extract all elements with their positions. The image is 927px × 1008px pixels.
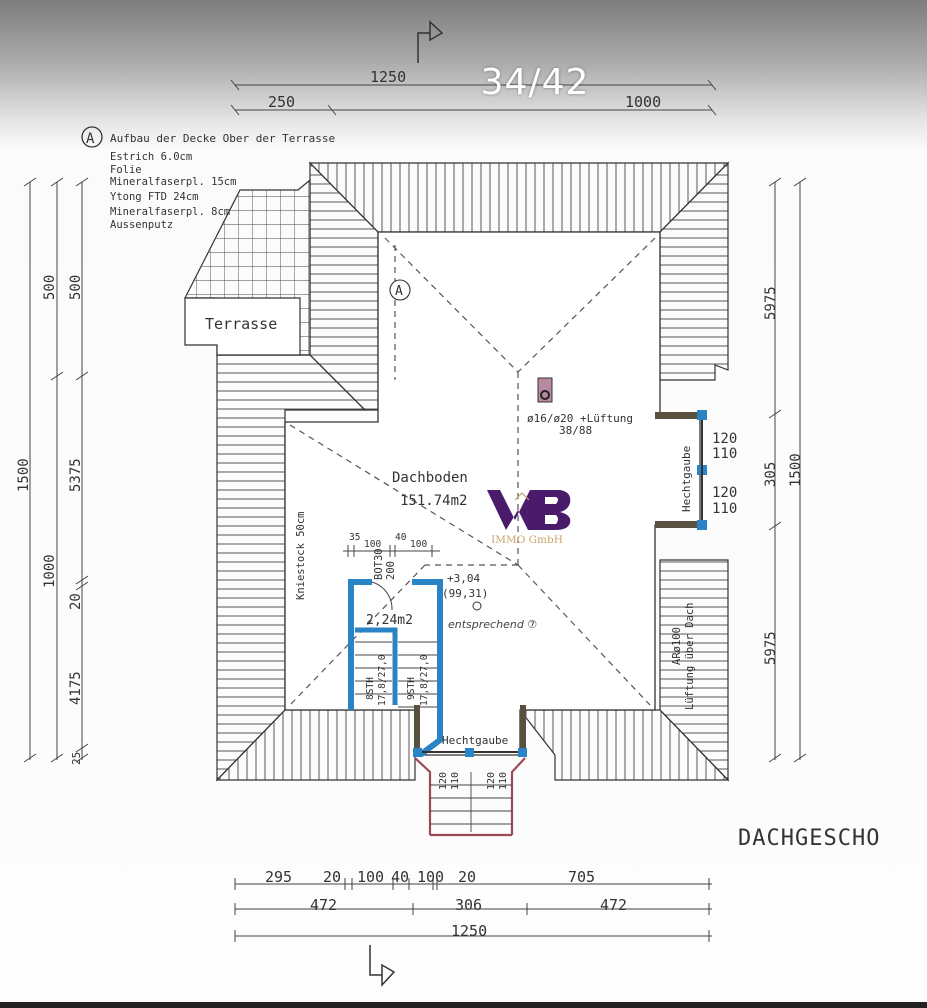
dimension-left — [23, 177, 89, 763]
floor-title: DACHGESCHO — [738, 826, 880, 851]
dim-right-total: 1500 — [788, 453, 804, 487]
room-area: 151.74m2 — [400, 493, 467, 509]
stair-dim: 100 — [364, 539, 381, 550]
stair2-dim: 17,8/27,0 — [419, 654, 430, 706]
dim-left-a: 5375 — [68, 458, 84, 492]
dim-bottom: 20 — [323, 868, 341, 886]
dim-left-top2: 500 — [68, 275, 84, 300]
stair-dim: 35 — [349, 532, 360, 543]
dim-bottom-total: 1250 — [451, 922, 487, 940]
knee-wall-label: Kniestock 50cm — [295, 511, 307, 600]
right-dormer — [655, 410, 707, 530]
dim-bottom: 295 — [265, 868, 292, 886]
legend-layer: Folie — [110, 164, 142, 176]
section-a-circle — [389, 279, 411, 301]
dim-dormer-w2: 120 — [712, 485, 737, 501]
dim-top-total: 1250 — [370, 68, 406, 86]
legend-layer: Aussenputz — [110, 219, 173, 231]
chimney-size: 38/88 — [559, 424, 592, 437]
stair-dim: 40 — [395, 532, 407, 543]
right-dormer-label: Hechtgaube — [680, 446, 693, 512]
dim-dormer-w1: 120 — [712, 431, 737, 447]
roof — [184, 161, 730, 782]
dim-right-mid: 305 — [763, 462, 779, 487]
stair1-label: 8STH — [365, 677, 376, 700]
front-h2: 110 — [498, 772, 509, 790]
legend-layer: Ytong FTD 24cm — [110, 191, 199, 203]
stair-dimension — [343, 545, 440, 557]
dimension-bottom — [234, 878, 712, 942]
chimney-flue-icon — [540, 390, 550, 400]
dim-bottom: 100 — [417, 868, 444, 886]
stairwell — [348, 579, 443, 758]
dim-left-c: 4175 — [68, 671, 84, 705]
level-marker-icon — [472, 601, 482, 611]
dimension-right — [768, 177, 807, 763]
legend-marker: A — [86, 131, 95, 147]
dim-bottom: 100 — [357, 868, 384, 886]
dim-left-mid: 1000 — [42, 554, 58, 588]
stair2-label: 9STH — [406, 677, 417, 700]
room-name: Dachboden — [392, 470, 468, 486]
door-label: BOT30 — [373, 548, 385, 580]
front-w1: 120 — [438, 772, 449, 790]
front-dormer — [413, 705, 527, 837]
legend-layer: Estrich 6.0cm — [110, 151, 192, 163]
chimney-label: ø16/ø20 +Lüftung — [527, 412, 633, 425]
company-logo: IMMO GmbH — [487, 490, 571, 546]
dim-right-bottom: 5975 — [763, 631, 779, 665]
section-a-label: A — [395, 284, 403, 299]
front-dormer-label: Hechtgaube — [442, 734, 508, 747]
level-label: +3,04 — [447, 572, 480, 585]
dim-dormer-h1: 110 — [712, 446, 737, 462]
legend-layer: Mineralfaserpl. 8cm — [110, 206, 230, 218]
image-counter: 34/42 — [480, 62, 590, 103]
section-marker-top — [417, 20, 444, 63]
dim-left-d: 25 — [70, 752, 83, 765]
bottom-edge — [0, 1002, 927, 1008]
dim-bottom: 705 — [568, 868, 595, 886]
legend-layers: Estrich 6.0cm Folie Mineralfaserpl. 15cm… — [110, 151, 236, 231]
dim-left-b: 20 — [68, 593, 84, 610]
legend-layer: Mineralfaserpl. 15cm — [110, 176, 236, 188]
front-h1: 110 — [450, 772, 461, 790]
dim-left-total: 1500 — [16, 458, 32, 492]
front-w2: 120 — [486, 772, 497, 790]
dim-left-top1: 500 — [42, 275, 58, 300]
note-label: entsprechend ⑦ — [448, 618, 537, 631]
dim-bottom: 40 — [391, 868, 409, 886]
legend-title: Aufbau der Decke Ober der Terrasse — [110, 132, 335, 145]
level-abs: (99,31) — [442, 587, 488, 600]
stair-dim: 100 — [410, 539, 427, 550]
dim-bottom: 472 — [310, 896, 337, 914]
dim-bottom: 20 — [458, 868, 476, 886]
section-marker-bottom — [369, 945, 396, 987]
stair1-dim: 17,8/27,0 — [377, 654, 388, 706]
stair-area: 2,24m2 — [366, 613, 413, 628]
dim-top-right: 1000 — [625, 93, 661, 111]
dim-top-left: 250 — [268, 93, 295, 111]
dim-right-top: 5975 — [763, 286, 779, 320]
terrace-label: Terrasse — [205, 315, 277, 333]
hip-lines — [289, 237, 656, 706]
dimension-top — [230, 79, 717, 116]
vent-note: Lüftung über Dach — [684, 603, 696, 710]
vent-label: ARø100 — [671, 627, 683, 665]
door-height: 200 — [385, 561, 397, 580]
logo-subtitle: IMMO GmbH — [491, 534, 563, 546]
dim-bottom: 472 — [600, 896, 627, 914]
legend-marker-circle — [81, 126, 103, 148]
dim-bottom: 306 — [455, 896, 482, 914]
dim-dormer-h2: 110 — [712, 501, 737, 517]
